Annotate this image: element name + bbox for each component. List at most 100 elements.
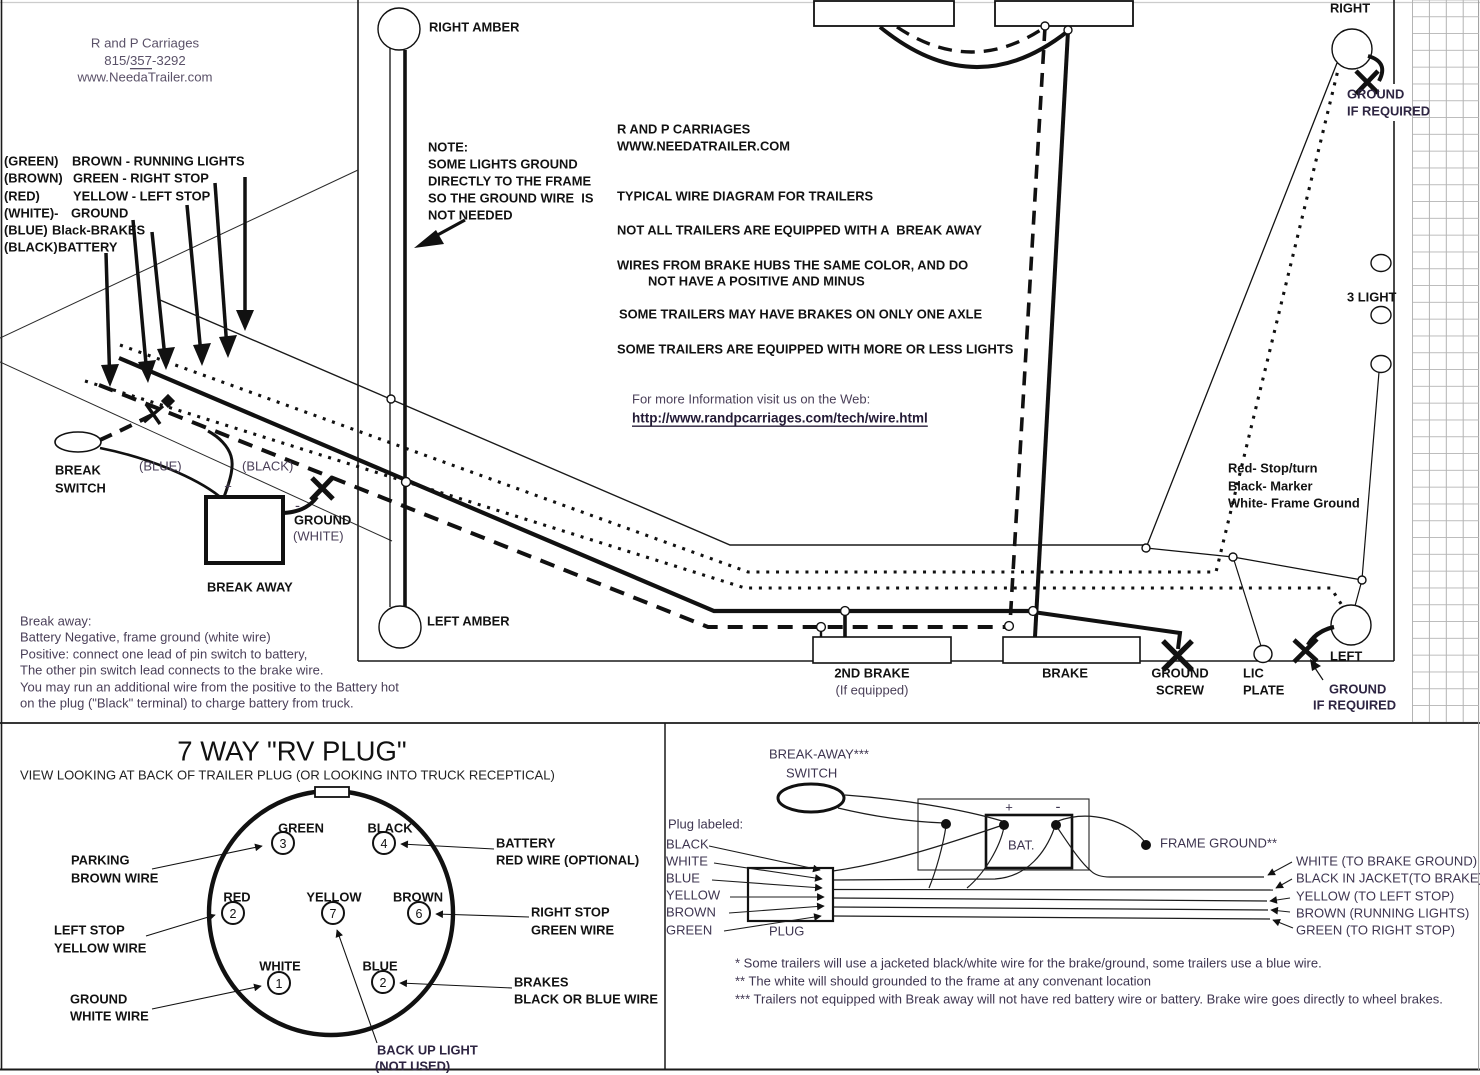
second-brake-box <box>812 636 952 664</box>
black-lead-label: (BLACK) <box>242 459 293 474</box>
left-light-group: LEFT GROUND IF REQUIRED <box>1292 604 1396 713</box>
clearance-box-right <box>994 0 1134 27</box>
backup-arrow <box>335 929 378 1044</box>
pin-4 <box>372 831 396 855</box>
breakaway-note-6: on the plug ("Black" terminal) to charge… <box>20 696 354 711</box>
harness-wire-thick <box>118 356 1033 614</box>
legend-wire-2: GREEN - RIGHT STOP <box>73 171 209 186</box>
frame-ground-dot <box>1141 840 1151 850</box>
blue-lead-label: (BLUE) <box>139 459 182 474</box>
parking-label-1: PARKING <box>71 853 130 868</box>
circuit-plug-label: PLUG <box>769 924 804 939</box>
left-ground-arc <box>1306 624 1335 647</box>
footnote-3: *** Trailers not equipped with Break awa… <box>735 992 1443 1007</box>
footnote-2: ** The white will should grounded to the… <box>735 974 1151 989</box>
switch-to-plus-wire <box>844 794 1003 822</box>
black-out-arrow <box>1275 878 1293 889</box>
breakaway-battery-box <box>204 495 285 565</box>
legend-plug-1: (GREEN) <box>4 154 58 169</box>
terminal-dot-plus <box>999 820 1009 830</box>
lead-to-brake-wire <box>928 825 947 889</box>
pin-2-color: RED <box>223 890 250 905</box>
pin-7 <box>321 901 345 925</box>
breakaway-note-1: Break away: <box>20 614 92 629</box>
center-text-1: TYPICAL WIRE DIAGRAM FOR TRAILERS <box>617 189 874 204</box>
amber-lights: RIGHT AMBER LEFT AMBER <box>377 7 520 649</box>
ground-if-required-top-1: GROUND <box>1347 87 1404 102</box>
left-ground-x <box>1292 637 1319 664</box>
battery-lead-curve <box>207 429 234 498</box>
breakaway-box-label: BREAK AWAY <box>207 580 293 595</box>
center-company-1: R AND P CARRIAGES <box>617 122 751 137</box>
break-switch-label-2: SWITCH <box>55 481 106 496</box>
circuit-pin-blue: BLUE <box>666 871 700 886</box>
terminal-dot-lead <box>941 819 951 829</box>
breakaway-note-5: You may run an additional wire from the … <box>20 680 399 695</box>
rightstop-label-1: RIGHT STOP <box>531 905 610 920</box>
legend-arrow-line-5 <box>213 182 229 340</box>
clearance-box-left <box>813 0 955 27</box>
output-white: WHITE (TO BRAKE GROUND) <box>1296 854 1477 869</box>
ground-label-1: GROUND <box>70 992 127 1007</box>
circuit-pin-black: BLACK <box>666 837 709 852</box>
break-switch-label-1: BREAK <box>55 463 102 478</box>
circuit-switch-ellipse <box>776 782 846 814</box>
circuit-pin-brown: BROWN <box>666 905 716 920</box>
second-brake-sublabel: (If equipped) <box>836 683 909 698</box>
center-text-3b: NOT HAVE A POSITIVE AND MINUS <box>648 274 865 289</box>
circuit-breakaway-label-2: SWITCH <box>786 766 837 781</box>
company-phone: 815/357-3292 <box>104 53 185 68</box>
pin-3 <box>271 831 295 855</box>
ground-screw-label-2: SCREW <box>1156 683 1205 698</box>
web-url[interactable]: http://www.randpcarriages.com/tech/wire.… <box>632 411 928 426</box>
legend-arrow-line-2 <box>131 219 148 365</box>
company-website: www.NeedaTrailer.com <box>76 70 212 85</box>
junction-dot-rear-1 <box>1141 543 1151 553</box>
black-to-plus-wire <box>832 825 1001 872</box>
green-out-arrow <box>1272 918 1294 929</box>
tongue-line-lower <box>0 361 393 542</box>
output-black: BLACK IN JACKET(TO BRAKE) <box>1296 871 1480 886</box>
legend-wire-5: Black-BRAKES <box>52 223 146 238</box>
legend-plug-2: (BROWN) <box>4 171 63 186</box>
rv-plug-subtitle: VIEW LOOKING AT BACK OF TRAILER PLUG (OR… <box>20 768 555 783</box>
output-brown: BROWN (RUNNING LIGHTS) <box>1296 906 1469 921</box>
right-ground-x <box>1354 69 1380 96</box>
junction-dot-brake2 <box>839 605 851 617</box>
note-arrow-head <box>414 230 444 248</box>
clearance-lights <box>813 0 1134 638</box>
legend-arrow-head-4 <box>193 343 211 366</box>
parking-label-2: BROWN WIRE <box>71 871 159 886</box>
breakaway-area: BREAK SWITCH (BLUE) (BLACK) + - GROUND (… <box>54 393 351 595</box>
backup-label-1: BACK UP LIGHT <box>377 1043 478 1058</box>
brown-lead <box>728 902 825 914</box>
pin-6 <box>407 901 431 925</box>
pin-1-number: 1 <box>276 977 283 991</box>
junction-dot-top-solid <box>1063 25 1073 35</box>
ground-screw-x <box>1161 639 1194 672</box>
harness-wire-thin <box>159 299 1146 546</box>
breakaway-note-3: Positive: connect one lead of pin switch… <box>20 647 307 662</box>
clearance-arc-dashed <box>896 25 1046 54</box>
junction-dot-main-dashed <box>1003 620 1015 632</box>
battery-label-2: RED WIRE (OPTIONAL) <box>496 853 639 868</box>
legend-plug-5: (BLUE) <box>4 223 48 238</box>
lic-plate-label-2: PLATE <box>1243 683 1285 698</box>
right-ground-arc <box>1367 54 1385 82</box>
switch-lead-solid <box>99 446 220 498</box>
ground-if-required-bottom-2: IF REQUIRED <box>1313 698 1396 713</box>
legend-plug-4: (WHITE)- <box>4 206 58 221</box>
switch-to-lead-wire <box>837 807 945 824</box>
marker-light-3 <box>1370 354 1392 374</box>
pin-3-number: 3 <box>280 837 287 851</box>
plug-key-tab <box>314 786 350 798</box>
note-line-4: SO THE GROUND WIRE IS <box>428 191 594 206</box>
ground-label-2: WHITE WIRE <box>70 1009 149 1024</box>
legend-arrow-line-3 <box>150 231 167 352</box>
three-light-label: 3 LIGHT <box>1347 290 1397 305</box>
pin-blue-color: BLUE <box>362 959 397 974</box>
minus-terminal-label: - <box>295 498 300 515</box>
plus-terminal-label: + <box>224 479 232 494</box>
legend-plug-3: (RED) <box>4 189 40 204</box>
